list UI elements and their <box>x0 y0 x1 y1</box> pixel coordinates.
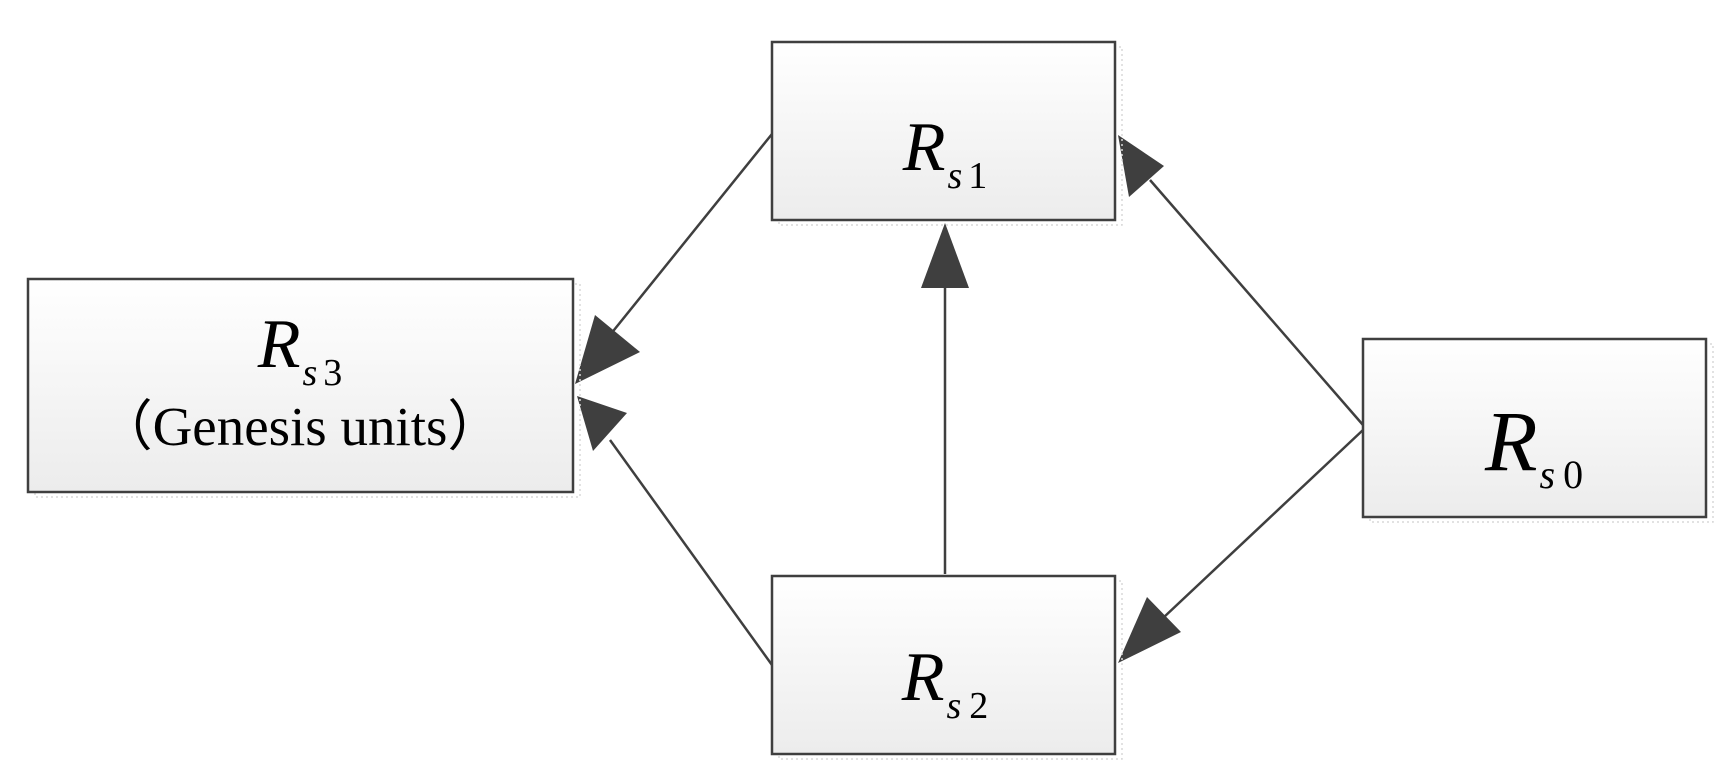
edge-rs1-to-rs3 <box>575 133 773 384</box>
edge-rs0-to-rs2 <box>1118 429 1364 663</box>
edge-rs2-to-rs3 <box>577 396 774 666</box>
edge-rs0-to-rs1 <box>1118 135 1364 426</box>
edge-rs2-to-rs1 <box>921 223 969 574</box>
node-rs3-note: （Genesis units） <box>98 396 503 457</box>
